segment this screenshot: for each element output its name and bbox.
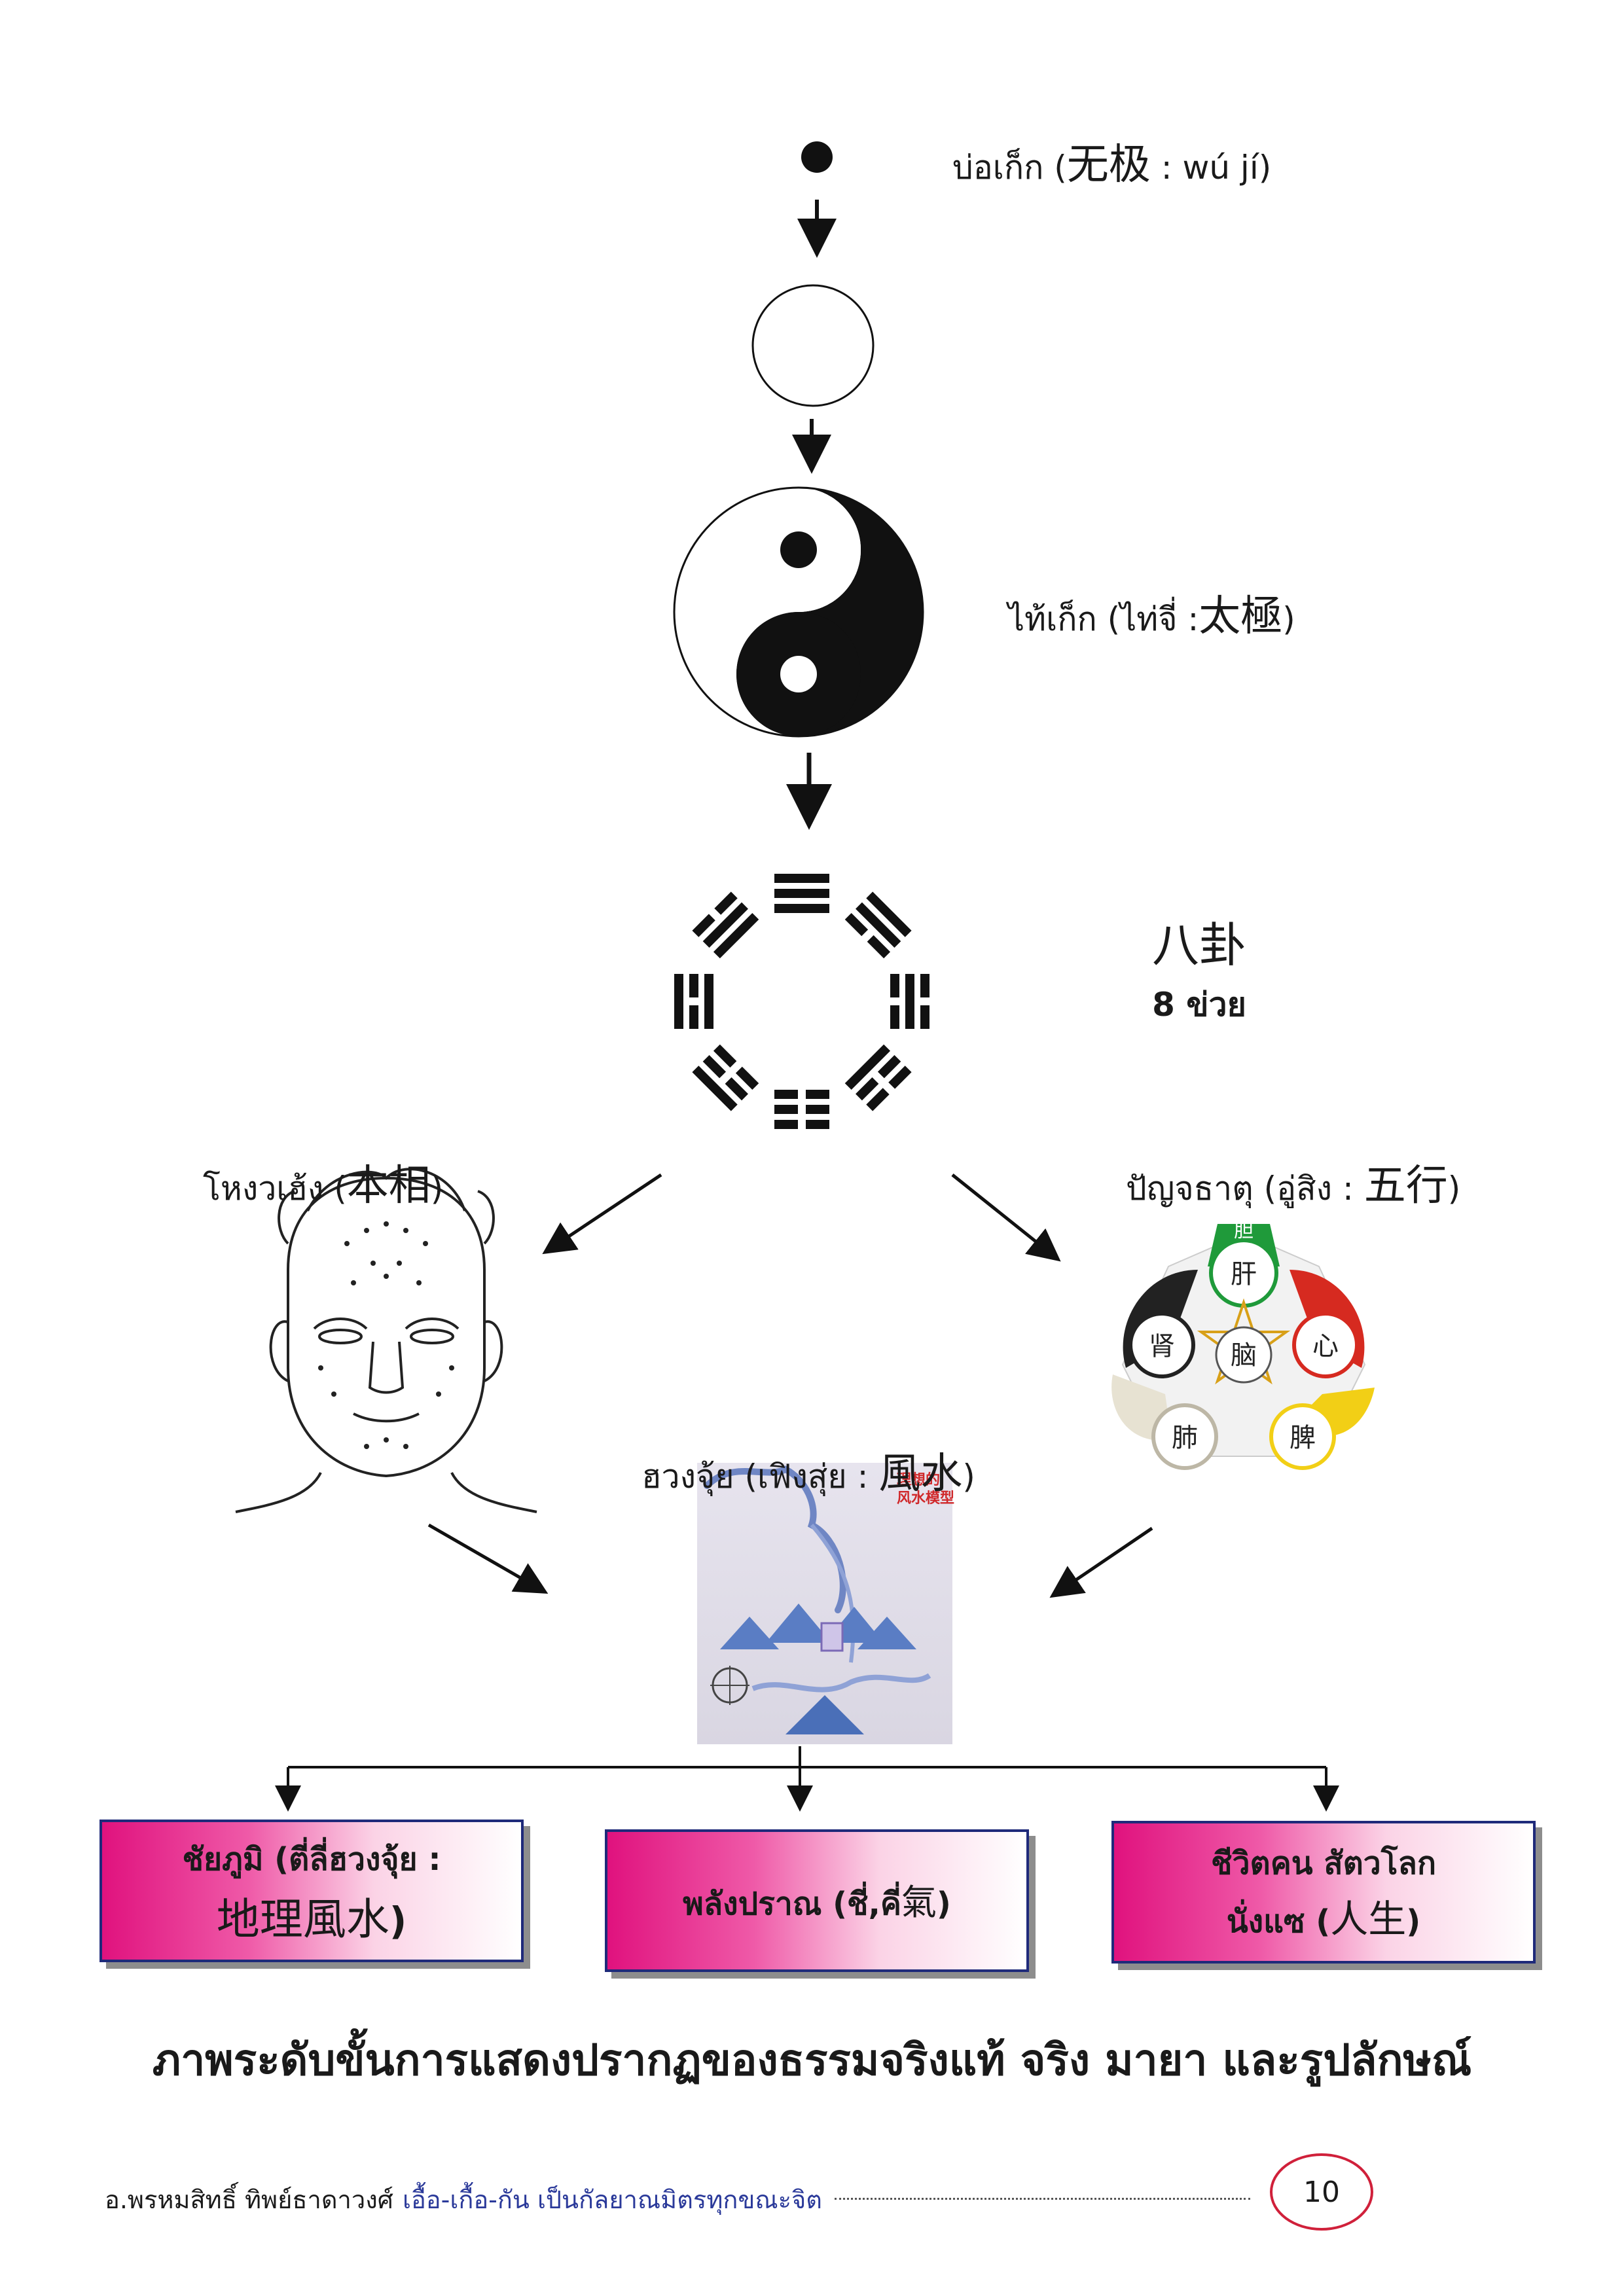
box-life: ชีวิตคน สัตวโลก นั่งแซ (人生) <box>1111 1821 1536 1964</box>
wuxing-rest: ) <box>1447 1170 1461 1208</box>
wuxing-thai: ปัญจธาตุ (อู่สิง : <box>1126 1170 1364 1208</box>
face-drawing <box>235 1168 537 1513</box>
wuji-thai: บ่อเก็ก ( <box>952 149 1067 187</box>
bagua-label: 八卦 8 ข่วย <box>1152 906 1246 1031</box>
figure-caption: ภาพระดับขั้นการแสดงปรากฏของธรรมจริงแท้ จ… <box>152 2035 1472 2085</box>
box-energy-line1: พลังปราณ (ชี่,คี่氣) <box>683 1873 951 1929</box>
box-energy-rest: ) <box>936 1885 951 1922</box>
box-terrain-line1: ชัยภูมิ (ตี่ลี่ฮวงจุ้ย : <box>182 1841 441 1878</box>
wuxing-organ-heart: 心 <box>1312 1331 1339 1361</box>
fengshui-label: ฮวงจุ้ย (เฟิงสุ่ย : 風水) <box>641 1440 975 1503</box>
box-energy: พลังปราณ (ชี่,คี่氣) <box>605 1829 1029 1972</box>
taiji-thai: ไท้เก็ก (ไท่จี่ : <box>1008 600 1199 638</box>
face-thai: โหงวเฮ้ง ( <box>203 1170 347 1208</box>
footer-author: อ.พรหมสิทธิ์ ทิพย์ธาดาวงศ์ <box>105 2185 393 2214</box>
footer-divider <box>835 2198 1250 2200</box>
fengshui-title-2: 风水模型 <box>897 1490 954 1507</box>
wuxing-organ-liver: 肝 <box>1231 1259 1257 1289</box>
face-cjk: 本相 <box>346 1162 431 1210</box>
wuxing-chart: 脑 肝 心 脾 肺 肾 胆 <box>1111 1219 1375 1470</box>
wuxing-label: ปัญจธาตุ (อู่สิง : 五行) <box>1126 1152 1460 1215</box>
empty-circle <box>751 284 875 407</box>
wuxing-center: 脑 <box>1231 1340 1257 1371</box>
face-rest: ) <box>430 1170 444 1208</box>
taiji-rest: ) <box>1282 600 1295 638</box>
wuji-dot <box>801 141 833 173</box>
fengshui-rest: ) <box>962 1458 975 1496</box>
wuxing-organ-lung: 肺 <box>1172 1423 1198 1453</box>
bagua-cjk: 八卦 <box>1152 918 1247 973</box>
face-label: โหงวเฮ้ง (本相) <box>203 1152 443 1215</box>
wuji-label: บ่อเก็ก (无极 : wú jí) <box>952 131 1271 194</box>
fengshui-cjk: 風水 <box>878 1450 963 1498</box>
wuji-cjk: 无极 <box>1066 141 1151 189</box>
wuxing-cjk: 五行 <box>1363 1162 1448 1210</box>
box-life-line2: นั่งแซ (人生) <box>1227 1888 1420 1946</box>
page-number: 10 <box>1270 2153 1373 2231</box>
wuji-rest: : wú jí) <box>1150 149 1272 187</box>
arrow-face-to-fengshui <box>427 1523 549 1594</box>
arrow-wuxing-to-fengshui <box>1049 1526 1153 1598</box>
fengshui-picture: 理想的 风水模型 <box>697 1463 954 1744</box>
box-life-cjk: 人生 <box>1330 1896 1407 1941</box>
taiji-cjk: 太極 <box>1199 592 1283 641</box>
bagua-sub: 8 ข่วย <box>1152 986 1246 1024</box>
wuxing-top: 胆 <box>1234 1219 1254 1242</box>
box-life-rest: ) <box>1406 1903 1421 1940</box>
wuxing-organ-spleen: 脾 <box>1290 1423 1316 1453</box>
taiji-label: ไท้เก็ก (ไท่จี่ :太極) <box>1008 583 1295 645</box>
box-terrain: ชัยภูมิ (ตี่ลี่ฮวงจุ้ย : 地理風水) <box>99 1820 524 1962</box>
box-terrain-line2: 地理風水) <box>217 1884 407 1947</box>
box-life-line2-thai: นั่งแซ ( <box>1226 1903 1331 1940</box>
box-terrain-rest: ) <box>389 1899 407 1943</box>
arrow-bagua-left <box>542 1173 662 1255</box>
box-life-line1: ชีวิตคน สัตวโลก <box>1210 1844 1436 1882</box>
fengshui-title-1: 理想的 <box>897 1471 940 1488</box>
footer-motto: เอื้อ-เกื้อ-กัน เป็นกัลยาณมิตรทุกขณะจิต <box>403 2185 822 2214</box>
box-terrain-cjk: 地理風水 <box>216 1894 389 1945</box>
arrow-bagua-right <box>951 1174 1061 1262</box>
yin-yang-icon <box>673 486 924 738</box>
fengshui-thai: ฮวงจุ้ย (เฟิงสุ่ย : <box>641 1458 879 1496</box>
box-energy-cjk: 氣 <box>901 1881 937 1923</box>
wuxing-organ-kidney: 肾 <box>1149 1331 1175 1361</box>
box-energy-text: พลังปราณ (ชี่,คี่ <box>683 1885 901 1922</box>
bagua-icon <box>674 874 929 1129</box>
